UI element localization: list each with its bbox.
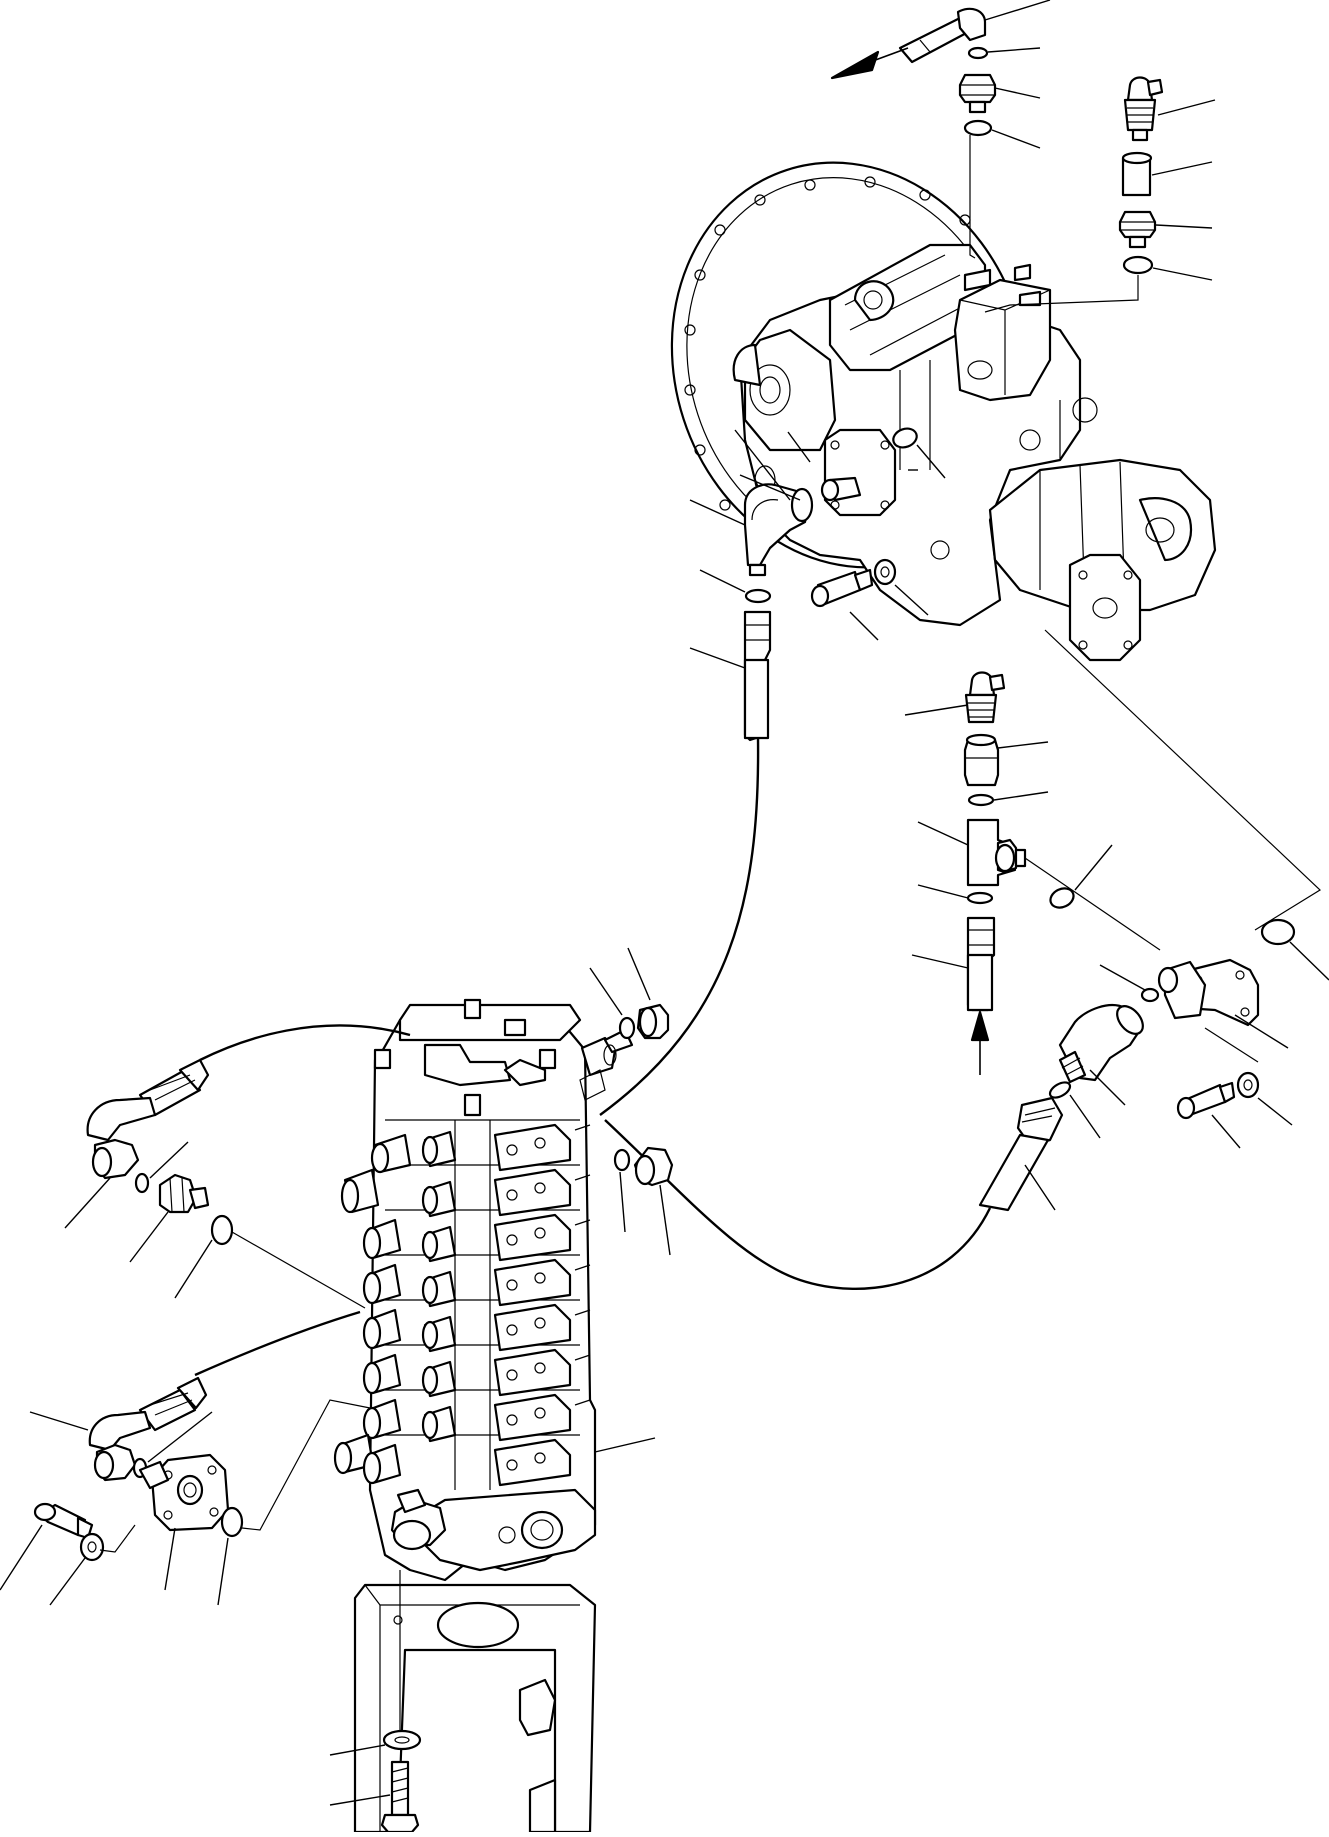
pressure-sensor: [964, 671, 1006, 724]
valve-spool-sections: [385, 1119, 580, 1490]
control-valve-hose: [86, 1024, 411, 1180]
socket-head-bolt: [1176, 1081, 1236, 1120]
elbow-fitting: [1058, 1004, 1144, 1084]
control-valve-hose: [604, 1096, 1064, 1290]
o-ring: [134, 1172, 150, 1194]
control-valve: [333, 998, 634, 1582]
o-ring: [1048, 1081, 1072, 1099]
pump-regulator: [953, 278, 1052, 402]
top-hose-elbow: [898, 7, 987, 64]
o-ring: [220, 1506, 244, 1538]
o-ring: [613, 1148, 631, 1172]
valve-port-plates: [493, 1123, 591, 1487]
control-valve-hose: [966, 916, 996, 1012]
o-ring: [618, 1016, 636, 1040]
plug: [633, 1146, 674, 1187]
socket-head-bolt: [380, 1760, 420, 1834]
elbow-fitting: [743, 483, 814, 577]
adapter: [1118, 210, 1157, 249]
pump-rear-port-flange: [1068, 553, 1142, 662]
valve-inlet-block: [418, 1488, 597, 1572]
pressure-sensor: [1123, 76, 1164, 142]
washer: [1236, 1071, 1260, 1099]
o-ring: [744, 588, 772, 604]
pump-delivery-hose: [599, 610, 772, 1116]
o-ring: [967, 793, 995, 807]
o-ring: [1140, 987, 1160, 1003]
adapter: [958, 73, 997, 114]
connector: [1121, 151, 1153, 197]
o-ring: [1260, 918, 1296, 946]
washer: [79, 1532, 105, 1562]
o-ring: [892, 427, 918, 449]
adapter: [158, 1173, 210, 1214]
socket-head-bolt: [810, 568, 874, 608]
o-ring: [963, 119, 993, 137]
o-ring: [967, 46, 989, 60]
split-flange: [1157, 958, 1260, 1027]
main-pump: [670, 161, 1217, 662]
valve-mount-bracket: [353, 1583, 597, 1834]
o-ring: [1049, 887, 1075, 909]
o-ring: [210, 1214, 234, 1246]
adapter: [963, 733, 1000, 787]
o-ring: [966, 891, 994, 905]
control-valve-hose: [88, 1310, 361, 1482]
socket-head-bolt: [33, 1502, 94, 1540]
split-flange: [138, 1453, 230, 1532]
washer: [873, 558, 897, 586]
pump-delivery-flange: [823, 428, 897, 517]
spool-caps-left: [333, 1130, 457, 1485]
tee-fitting: [966, 818, 1027, 887]
washer: [382, 1729, 422, 1751]
o-ring: [1122, 255, 1154, 275]
plug: [636, 1003, 670, 1040]
